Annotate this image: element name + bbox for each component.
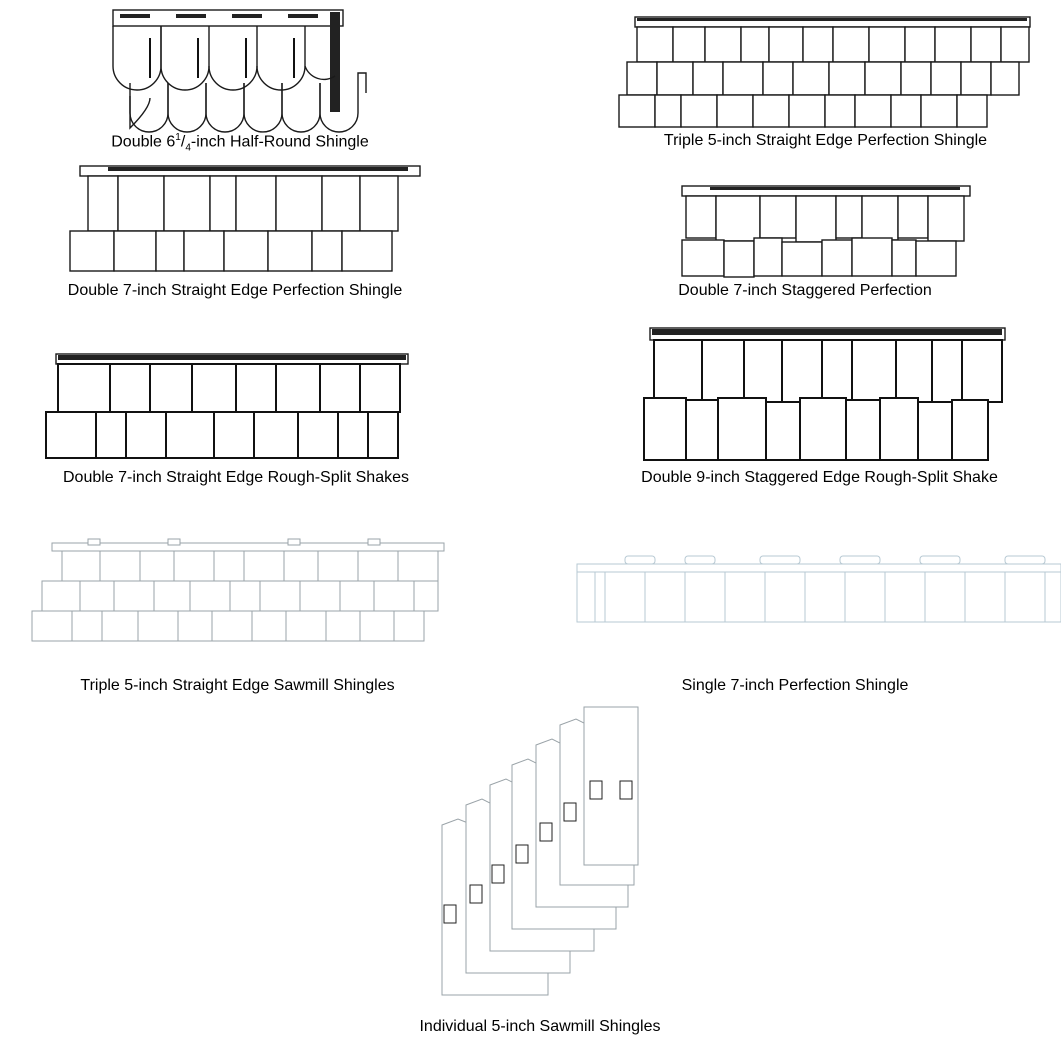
single-perfection-drawing <box>576 555 1061 623</box>
caption-sub: 4 <box>185 142 191 154</box>
single-perfection-panel <box>575 552 1061 624</box>
individual-sawmill-panel <box>438 705 648 1005</box>
half-round-shingle-panel <box>110 8 370 133</box>
caption-pre: Double 6 <box>111 133 176 151</box>
double-perfection-panel <box>68 164 428 274</box>
half-round-shingle-caption: Double 61/4-inch Half-Round Shingle <box>0 132 480 154</box>
individual-sawmill-drawing <box>441 706 639 996</box>
double-9-rough-split-panel <box>640 326 1015 464</box>
double-rough-split-panel <box>44 352 424 462</box>
double-rough-split-drawing <box>45 353 409 459</box>
triple-perfection-drawing <box>618 16 1031 128</box>
half-round-shingle-drawing <box>112 9 367 133</box>
caption-sup: 1 <box>175 132 181 143</box>
double-perfection-caption: Double 7-inch Straight Edge Perfection S… <box>67 282 403 299</box>
double-staggered-caption: Double 7-inch Staggered Perfection <box>678 282 932 299</box>
double-rough-split-caption: Double 7-inch Straight Edge Rough-Split … <box>63 469 409 486</box>
double-staggered-panel <box>680 184 980 279</box>
double-staggered-drawing <box>681 185 971 278</box>
triple-perfection-caption: Triple 5-inch Straight Edge Perfection S… <box>663 132 988 149</box>
caption-post: -inch Half-Round Shingle <box>190 133 369 151</box>
triple-perfection-panel <box>607 15 1037 130</box>
triple-sawmill-panel <box>28 535 453 645</box>
double-perfection-drawing <box>69 165 421 272</box>
triple-sawmill-drawing <box>31 538 445 642</box>
triple-sawmill-caption: Triple 5-inch Straight Edge Sawmill Shin… <box>80 677 395 694</box>
caption-slash: / <box>180 133 186 151</box>
individual-sawmill-caption: Individual 5-inch Sawmill Shingles <box>419 1018 661 1035</box>
single-perfection-caption: Single 7-inch Perfection Shingle <box>681 677 909 694</box>
double-9-rough-split-caption: Double 9-inch Staggered Edge Rough-Split… <box>641 469 998 486</box>
double-9-rough-split-drawing <box>643 327 1006 461</box>
